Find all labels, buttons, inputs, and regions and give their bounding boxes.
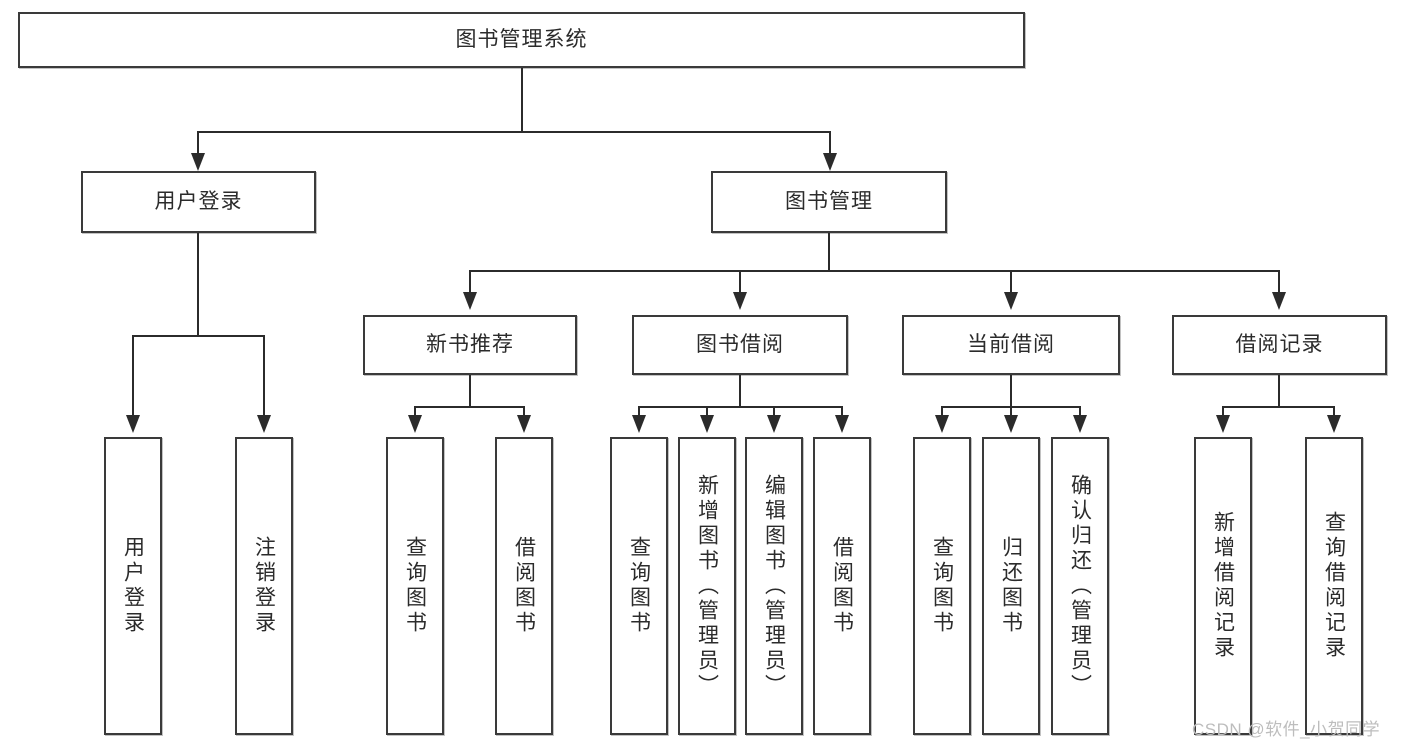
leaf-node-query-book-current[interactable]: 查询图书 — [913, 437, 971, 735]
arrowhead-book-management — [823, 153, 837, 171]
connector-drop-leaf-9 — [1010, 406, 1012, 417]
node-book-management[interactable]: 图书管理 — [711, 171, 947, 233]
connector-drop-book-management — [829, 131, 831, 156]
connector-bookborrow-stem — [739, 375, 741, 408]
leaf-node-return-book[interactable]: 归还图书 — [982, 437, 1040, 735]
connector-newbook-bus — [414, 406, 525, 408]
node-label: 查询图书 — [627, 536, 651, 636]
leaf-node-query-book-borrow[interactable]: 查询图书 — [610, 437, 668, 735]
connector-newbook-stem — [469, 375, 471, 408]
node-new-book-recommend[interactable]: 新书推荐 — [363, 315, 577, 375]
node-label: 归还图书 — [999, 536, 1023, 636]
arrowhead-current-borrow — [1004, 292, 1018, 310]
node-label: 借阅记录 — [1235, 332, 1324, 356]
connector-bookborrow-bus — [638, 406, 843, 408]
connector-userlogin-bus — [132, 335, 265, 337]
arrowhead-new-book-rec — [463, 292, 477, 310]
arrowhead-user-login — [191, 153, 205, 171]
arrowhead-leaf-7 — [835, 415, 849, 433]
arrowhead-leaf-12 — [1327, 415, 1341, 433]
connector-userlogin-stem — [197, 233, 199, 335]
connector-drop-leaf-8 — [941, 406, 943, 417]
node-label: 用户登录 — [121, 536, 145, 636]
arrowhead-book-borrow — [733, 292, 747, 310]
connector-drop-leaf-3 — [523, 406, 525, 417]
leaf-node-borrow-book-newrec[interactable]: 借阅图书 — [495, 437, 553, 735]
node-label: 用户登录 — [154, 189, 243, 213]
arrowhead-leaf-5 — [700, 415, 714, 433]
node-label: 借阅图书 — [830, 536, 854, 636]
node-label: 查询借阅记录 — [1322, 511, 1346, 661]
arrowhead-leaf-1 — [257, 415, 271, 433]
connector-drop-leaf-4 — [638, 406, 640, 417]
arrowhead-leaf-4 — [632, 415, 646, 433]
connector-root-stem — [521, 68, 523, 131]
arrowhead-leaf-9 — [1004, 415, 1018, 433]
leaf-node-add-book-admin[interactable]: 新增图书（管理员） — [678, 437, 736, 735]
arrowhead-leaf-0 — [126, 415, 140, 433]
node-label: 当前借阅 — [967, 332, 1055, 356]
node-label: 借阅图书 — [512, 536, 536, 636]
node-label: 图书管理 — [785, 189, 873, 213]
connector-drop-leaf-11 — [1222, 406, 1224, 417]
leaf-node-edit-book-admin[interactable]: 编辑图书（管理员） — [745, 437, 803, 735]
arrowhead-leaf-3 — [517, 415, 531, 433]
connector-level2-bus — [197, 131, 831, 133]
leaf-node-query-borrow-record[interactable]: 查询借阅记录 — [1305, 437, 1363, 735]
connector-drop-leaf-0 — [132, 335, 134, 417]
leaf-node-confirm-return-admin[interactable]: 确认归还（管理员） — [1051, 437, 1109, 735]
node-user-login[interactable]: 用户登录 — [81, 171, 316, 233]
node-book-borrow[interactable]: 图书借阅 — [632, 315, 848, 375]
leaf-node-borrow-book[interactable]: 借阅图书 — [813, 437, 871, 735]
node-label: 查询图书 — [403, 536, 427, 636]
leaf-node-user-login[interactable]: 用户登录 — [104, 437, 162, 735]
connector-drop-user-login — [197, 131, 199, 156]
connector-drop-leaf-7 — [841, 406, 843, 417]
connector-drop-book-borrow — [739, 270, 741, 295]
connector-drop-leaf-10 — [1079, 406, 1081, 417]
leaf-node-logout[interactable]: 注销登录 — [235, 437, 293, 735]
connector-drop-leaf-2 — [414, 406, 416, 417]
node-label: 新增图书（管理员） — [695, 473, 719, 699]
node-label: 新书推荐 — [426, 332, 514, 356]
arrowhead-leaf-2 — [408, 415, 422, 433]
connector-currentborrow-stem — [1010, 375, 1012, 408]
node-label: 图书管理系统 — [455, 27, 588, 51]
leaf-node-add-borrow-record[interactable]: 新增借阅记录 — [1194, 437, 1252, 735]
node-label: 查询图书 — [930, 536, 954, 636]
node-label: 新增借阅记录 — [1211, 511, 1235, 661]
leaf-node-query-book-newrec[interactable]: 查询图书 — [386, 437, 444, 735]
connector-drop-borrow-record — [1278, 270, 1280, 295]
node-label: 图书借阅 — [696, 332, 784, 356]
arrowhead-leaf-10 — [1073, 415, 1087, 433]
connector-level3-bus — [469, 270, 1280, 272]
node-current-borrow[interactable]: 当前借阅 — [902, 315, 1120, 375]
node-label: 注销登录 — [252, 536, 276, 636]
arrowhead-borrow-record — [1272, 292, 1286, 310]
connector-drop-leaf-5 — [706, 406, 708, 417]
node-label: 确认归还（管理员） — [1068, 473, 1092, 699]
connector-drop-current-borrow — [1010, 270, 1012, 295]
node-label: 编辑图书（管理员） — [762, 473, 786, 699]
arrowhead-leaf-6 — [767, 415, 781, 433]
connector-bookmgmt-stem — [828, 233, 830, 270]
connector-borrowrecord-bus — [1222, 406, 1335, 408]
connector-borrowrecord-stem — [1278, 375, 1280, 408]
arrowhead-leaf-11 — [1216, 415, 1230, 433]
connector-drop-leaf-1 — [263, 335, 265, 417]
node-root-library-system[interactable]: 图书管理系统 — [18, 12, 1025, 68]
connector-drop-leaf-12 — [1333, 406, 1335, 417]
connector-drop-new-book-rec — [469, 270, 471, 295]
arrowhead-leaf-8 — [935, 415, 949, 433]
connector-drop-leaf-6 — [773, 406, 775, 417]
node-borrow-record[interactable]: 借阅记录 — [1172, 315, 1387, 375]
